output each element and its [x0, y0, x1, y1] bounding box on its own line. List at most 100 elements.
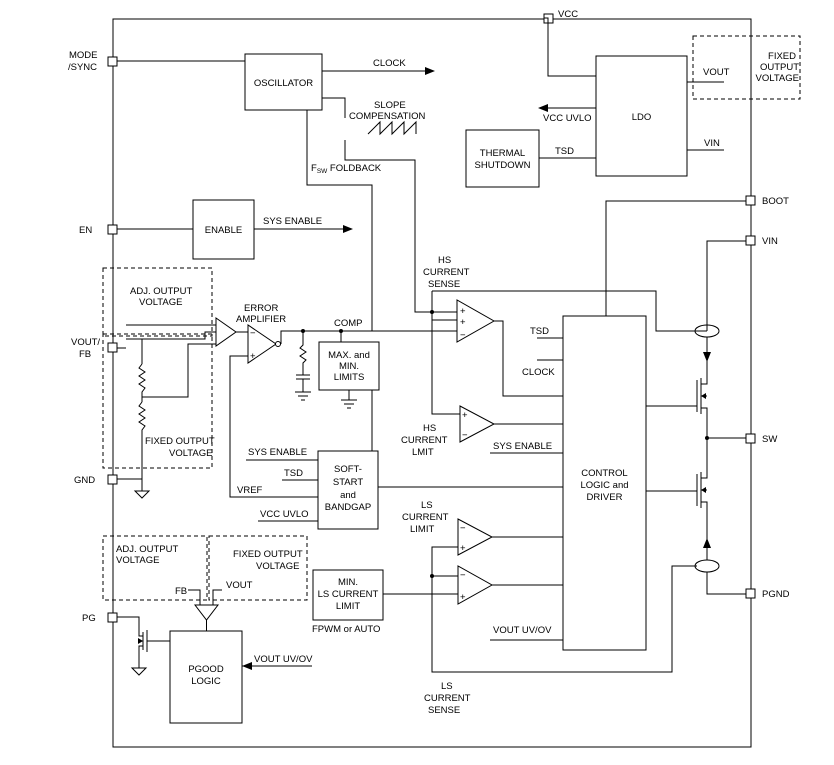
control-logic-block [562, 315, 647, 651]
sys-enable-label: SYS ENABLE [263, 216, 322, 227]
adj-bot-2: VOLTAGE [116, 555, 159, 566]
pin-label-vout: VOUT/ [71, 337, 100, 348]
fixed-option-top-right [692, 35, 801, 100]
pg-vout-uvov-label: VOUT UV/OV [254, 654, 313, 665]
ls-sense-comparator [457, 565, 494, 605]
pg-vout-label: VOUT [226, 580, 253, 591]
adj-left-1: ADJ. OUTPUT [130, 286, 192, 297]
pin-boot [745, 195, 756, 206]
fsw-rest: FOLDBACK [327, 163, 382, 174]
pin-label-pg: PG [82, 613, 96, 624]
sys-enable-arrow [343, 225, 353, 233]
ls-current-arrow [703, 538, 711, 548]
ldo-vout-label: VOUT [703, 67, 730, 78]
sw-node-dot [705, 436, 709, 440]
fpwm-label: FPWM or AUTO [312, 624, 380, 635]
hs-limit-input-wire [431, 312, 460, 415]
ss-sys-enable-label: SYS ENABLE [248, 447, 307, 458]
fsw-label: FSW FOLDBACK [311, 163, 382, 175]
ss-label-4: BANDGAP [325, 502, 371, 513]
vcc-to-ldo-wire [544, 17, 596, 77]
adj-option-left [102, 267, 213, 337]
maxmin-label-2: MIN. [339, 361, 359, 372]
hs-current-arrow [703, 352, 711, 362]
tsd-label: TSD [555, 146, 574, 157]
ctrl-tsd-label: TSD [530, 326, 549, 337]
error-amp-output-dot [275, 341, 281, 347]
comp-wire [280, 330, 457, 344]
slope-wire [322, 97, 346, 118]
thermal-label-1: THERMAL [480, 148, 525, 159]
pg-vout-uvov-arrow [242, 662, 252, 670]
minls-label-1: MIN. [338, 577, 358, 588]
maxmin-label-1: MAX. and [328, 350, 370, 361]
minls-label-2: LS CURRENT [318, 589, 379, 600]
divider-resistor-1 [138, 363, 146, 395]
pg-buffer [193, 604, 220, 621]
ic-outline [112, 18, 752, 748]
hs-sense-label-1: HS [438, 255, 451, 266]
hs-fet-arrow [701, 393, 706, 399]
minls-label-3: LIMIT [336, 601, 360, 612]
hs-lim-minus: − [462, 430, 468, 441]
fsw-foldback-wire [306, 110, 373, 331]
ls-limit-label-2: CURRENT [402, 512, 449, 523]
comp-label: COMP [334, 318, 363, 329]
pin-label-en: EN [79, 225, 92, 236]
control-label-1: CONTROL [581, 468, 627, 479]
error-amp-plus: + [250, 351, 256, 362]
fixed-left-2: VOLTAGE [169, 448, 212, 459]
ss-label-2: START [333, 477, 363, 488]
pg-fet-arrow [138, 638, 143, 644]
ls-lim-plus: + [460, 543, 466, 554]
hs-cmp-plus-1: + [460, 306, 466, 317]
clock-label: CLOCK [373, 58, 406, 69]
pin-label-boot: BOOT [762, 196, 789, 207]
fixed-option-left [102, 333, 213, 469]
vcc-uvlo-arrow [538, 104, 548, 112]
fixed-left-1: FIXED OUTPUT [145, 436, 215, 447]
hs-limit-label-1: HS [423, 423, 436, 434]
pg-vout-wire [212, 589, 222, 605]
comp-capacitor [296, 374, 310, 392]
pin-pg [107, 612, 118, 623]
hs-sense-plus2-wire [431, 291, 457, 321]
control-label-3: DRIVER [587, 492, 623, 503]
ss-label-1: SOFT- [334, 464, 362, 475]
fixed-tr-2: OUTPUT [760, 62, 799, 73]
slope-to-hs-sense-wire [344, 140, 457, 313]
pin-gnd [107, 474, 118, 485]
fixed-option-bottom [208, 535, 308, 601]
vin-wire [706, 240, 746, 331]
divider-tap-wire [142, 343, 216, 398]
thermal-label-2: SHUTDOWN [475, 160, 531, 171]
hs-sense-comparator [456, 299, 496, 343]
divider-resistor-2 [138, 401, 146, 436]
ss-vcc-uvlo-label: VCC UVLO [260, 509, 309, 520]
min-ls-limit-block [312, 569, 384, 621]
pg-output-wire [117, 616, 140, 630]
comp-ground-icon [295, 391, 311, 401]
fixed-tr-3: VOLTAGE [756, 73, 799, 84]
enable-block [192, 199, 255, 260]
error-amplifier [247, 324, 277, 364]
hs-limit-comparator [459, 405, 496, 443]
maxmin-ground-icon [341, 399, 357, 409]
fixed-output-buffer [215, 317, 237, 347]
ss-label-3: and [340, 490, 356, 501]
ls-current-sense-coil [694, 559, 720, 573]
ls-cmp-plus: + [460, 592, 466, 603]
pg-fb-label: FB [175, 586, 187, 597]
pin-mode-sync [107, 56, 118, 67]
fixed-bot-2: VOLTAGE [256, 561, 299, 572]
ls-limit-comparator [457, 518, 494, 556]
pgood-label-1: PGOOD [188, 664, 224, 675]
oscillator-label: OSCILLATOR [254, 78, 313, 89]
oscillator-block [244, 53, 323, 111]
ctrl-vout-uvov-label: VOUT UV/OV [493, 625, 552, 636]
pin-en [107, 224, 118, 235]
ldo-label: LDO [632, 112, 652, 123]
hs-limit-label-3: LMIT [412, 447, 434, 458]
pg-fb-wire [188, 589, 201, 605]
vref-label: VREF [237, 485, 263, 496]
